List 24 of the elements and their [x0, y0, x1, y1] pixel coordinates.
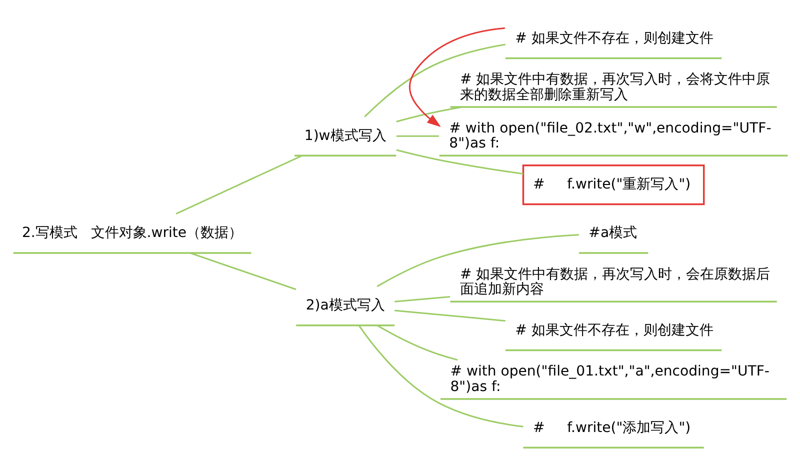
node-box: # f.write("重新写入") [522, 164, 704, 206]
node-text: # 如果文件中有数据，再次写入时，会在原数据后面追加新内容 [459, 266, 770, 298]
connector [394, 310, 505, 322]
connector [376, 324, 458, 361]
arrow [408, 27, 504, 127]
node-text: # f.write("添加写入") [532, 420, 690, 436]
node-text: 1)w模式写入 [304, 128, 386, 144]
node-text: #a模式 [588, 225, 637, 242]
connector [394, 296, 450, 302]
node-text: # 如果文件不存在，则创建文件 [514, 30, 713, 47]
node-text: 2.写模式 文件对象.write（数据） [21, 225, 242, 242]
connector [364, 44, 505, 118]
connector [189, 252, 296, 290]
connector [175, 154, 302, 214]
node-text: # with open("file_01.txt","a",encoding="UTF-8")as f: [450, 364, 769, 395]
connector [358, 325, 523, 428]
node-text: 2)a模式写入 [305, 298, 384, 314]
connector [396, 135, 439, 137]
node-text: # 如果文件不存在，则创建文件 [514, 322, 713, 339]
connector [376, 234, 578, 288]
connector [396, 106, 462, 122]
connector [396, 149, 523, 175]
node-text: # with open("file_02.txt","w",encoding="UTF-8")as f: [448, 120, 771, 152]
node-text: # 如果文件中有数据，再次写入时，会将文件中原来的数据全部删除重新写入 [459, 72, 770, 103]
